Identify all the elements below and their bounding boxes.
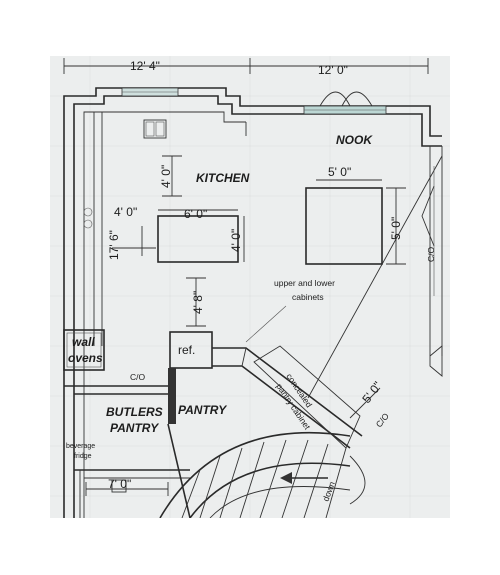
exterior-walls [63,87,442,518]
room-label-butlers: BUTLERS [106,405,163,419]
floor-plan: 12' 4" 12' 0" NOOK 4' 0" KITCHEN 5' 0" 4… [50,56,450,518]
room-label-pantry-line2: PANTRY [110,421,159,435]
angled-cabinets [212,345,363,449]
sink [143,119,167,139]
window-top-right [303,91,387,115]
window-top-left [121,87,179,97]
refrigerator [169,331,213,369]
dim-kitchen-length: 17' 6" [107,230,121,260]
stair-down-label: down [320,480,336,503]
grid-lines [50,56,450,518]
co-label-right: C/O [426,247,436,263]
dim-top-left: 12' 4" [130,59,160,73]
dim-left-gap: 4' 0" [114,205,137,219]
dim-table-depth: 5' 0" [389,217,403,240]
kitchen-island [157,215,239,263]
cabinets-note-line1: upper and lower [274,278,335,288]
dim-ref-gap: 4' 8" [191,291,205,314]
dim-table-width: 5' 0" [328,165,351,179]
curved-staircase [159,423,366,518]
dim-top-right: 12' 0" [318,63,348,77]
co-label-pantry: C/O [130,372,146,382]
butler-counter [74,469,190,518]
ref-label: ref. [178,343,195,357]
room-label-nook: NOOK [336,133,373,147]
dim-kitchen-depth: 4' 0" [159,165,173,188]
top-dimension-line [63,58,429,74]
dimension-guides [85,155,406,496]
room-label-kitchen: KITCHEN [196,171,250,185]
co-label-lower: C/O [374,411,391,429]
dim-island-depth: 4' 0" [229,229,243,252]
wall-ovens-label-line1: wall [72,335,95,349]
right-wall [307,146,443,399]
room-label-pantry: PANTRY [178,403,227,417]
pantry-wall [64,368,176,424]
dim-right-clearance: 5' 0" [359,379,384,406]
dim-island-width: 6' 0" [184,207,207,221]
cabinets-note-line2: cabinets [292,292,324,302]
nook-table [305,187,383,265]
dim-butler-width: 7' 0" [108,477,131,491]
beverage-fridge-line1: beverage [66,443,95,450]
wall-ovens [63,329,105,371]
wall-ovens-label-line2: ovens [68,351,103,365]
wall-ovens-inner [66,332,102,368]
beverage-fridge-line2: fridge [74,453,92,460]
left-cabinet-run [83,112,103,346]
